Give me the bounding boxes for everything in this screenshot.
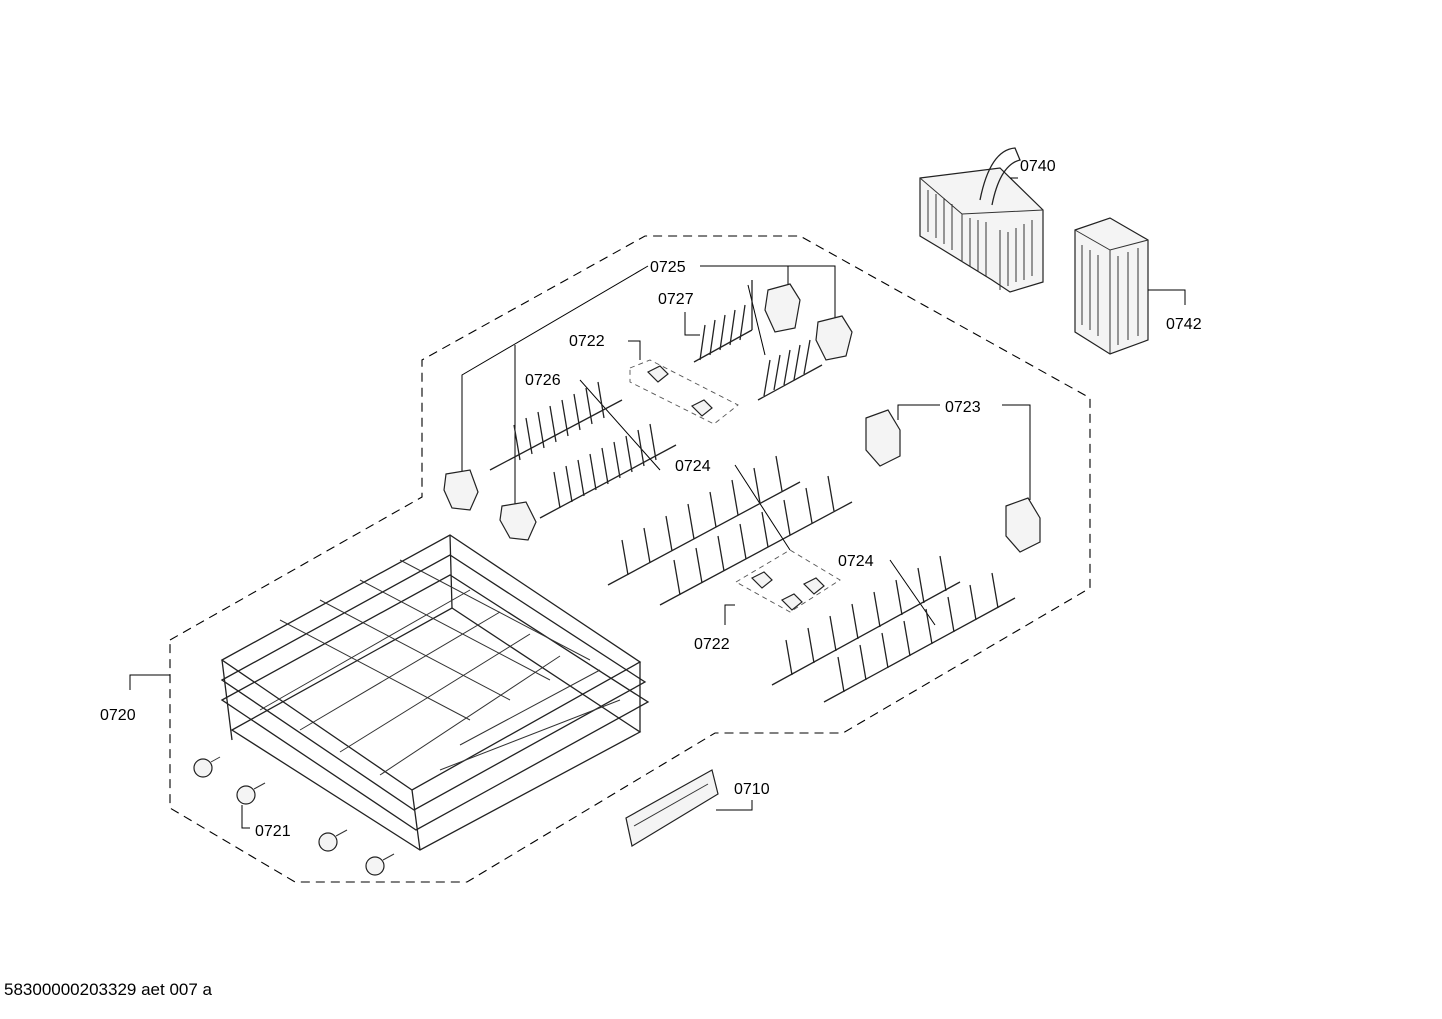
callout-0724-b: 0724: [838, 553, 874, 570]
small-clip-part-top[interactable]: [646, 365, 713, 417]
callout-0721: 0721: [255, 823, 291, 840]
cover-strip-part[interactable]: [625, 769, 719, 847]
leader-0727: [684, 312, 700, 336]
small-cutlery-basket-part[interactable]: [1074, 217, 1149, 355]
callout-0722-top: 0722: [569, 333, 605, 350]
rack-clip-part[interactable]: [443, 283, 853, 541]
callout-0740: 0740: [1020, 158, 1056, 175]
diagram-reference-code: 58300000203329 aet 007 a: [4, 980, 212, 999]
callout-0723: 0723: [945, 399, 981, 416]
leader-0722-bottom: [724, 604, 735, 625]
callout-0742: 0742: [1166, 316, 1202, 333]
clip-group-boundary-top: [629, 359, 739, 425]
tine-row-part-upper[interactable]: [607, 455, 853, 606]
leader-0720: [129, 674, 170, 690]
leader-0726: [579, 379, 661, 471]
basket-wheel-part[interactable]: [193, 756, 395, 876]
callout-0727: 0727: [658, 291, 694, 308]
callout-0725: 0725: [650, 259, 686, 276]
leader-0723-b: [1002, 404, 1031, 500]
callout-0722-bottom: 0722: [694, 636, 730, 653]
callout-0726: 0726: [525, 372, 561, 389]
leader-0721: [241, 805, 250, 829]
callout-0720: 0720: [100, 707, 136, 724]
cutlery-basket-part[interactable]: [919, 147, 1044, 293]
callout-0724-a: 0724: [675, 458, 711, 475]
leader-0723: [897, 404, 940, 420]
leader-0725: [700, 265, 836, 318]
lower-basket-part[interactable]: [220, 534, 650, 851]
leader-0722-top: [628, 340, 641, 360]
callout-0710: 0710: [734, 781, 770, 798]
cup-rack-tines-part[interactable]: [693, 280, 823, 401]
plate-rack-tines-part[interactable]: [489, 381, 677, 519]
clip-group-boundary-bottom: [735, 549, 841, 613]
leader-0710: [716, 800, 753, 811]
tine-row-part-lower[interactable]: [771, 555, 1016, 703]
leader-0724-a: [734, 464, 791, 551]
hinge-bracket-part[interactable]: [865, 409, 1041, 553]
leader-0724-b: [889, 559, 936, 626]
small-clip-part-bottom[interactable]: [750, 571, 825, 611]
assembly-boundary: [169, 235, 1091, 883]
leader-0742: [1148, 289, 1186, 305]
leader-0725-c: [461, 265, 649, 478]
leader-0727-b: [747, 284, 766, 356]
